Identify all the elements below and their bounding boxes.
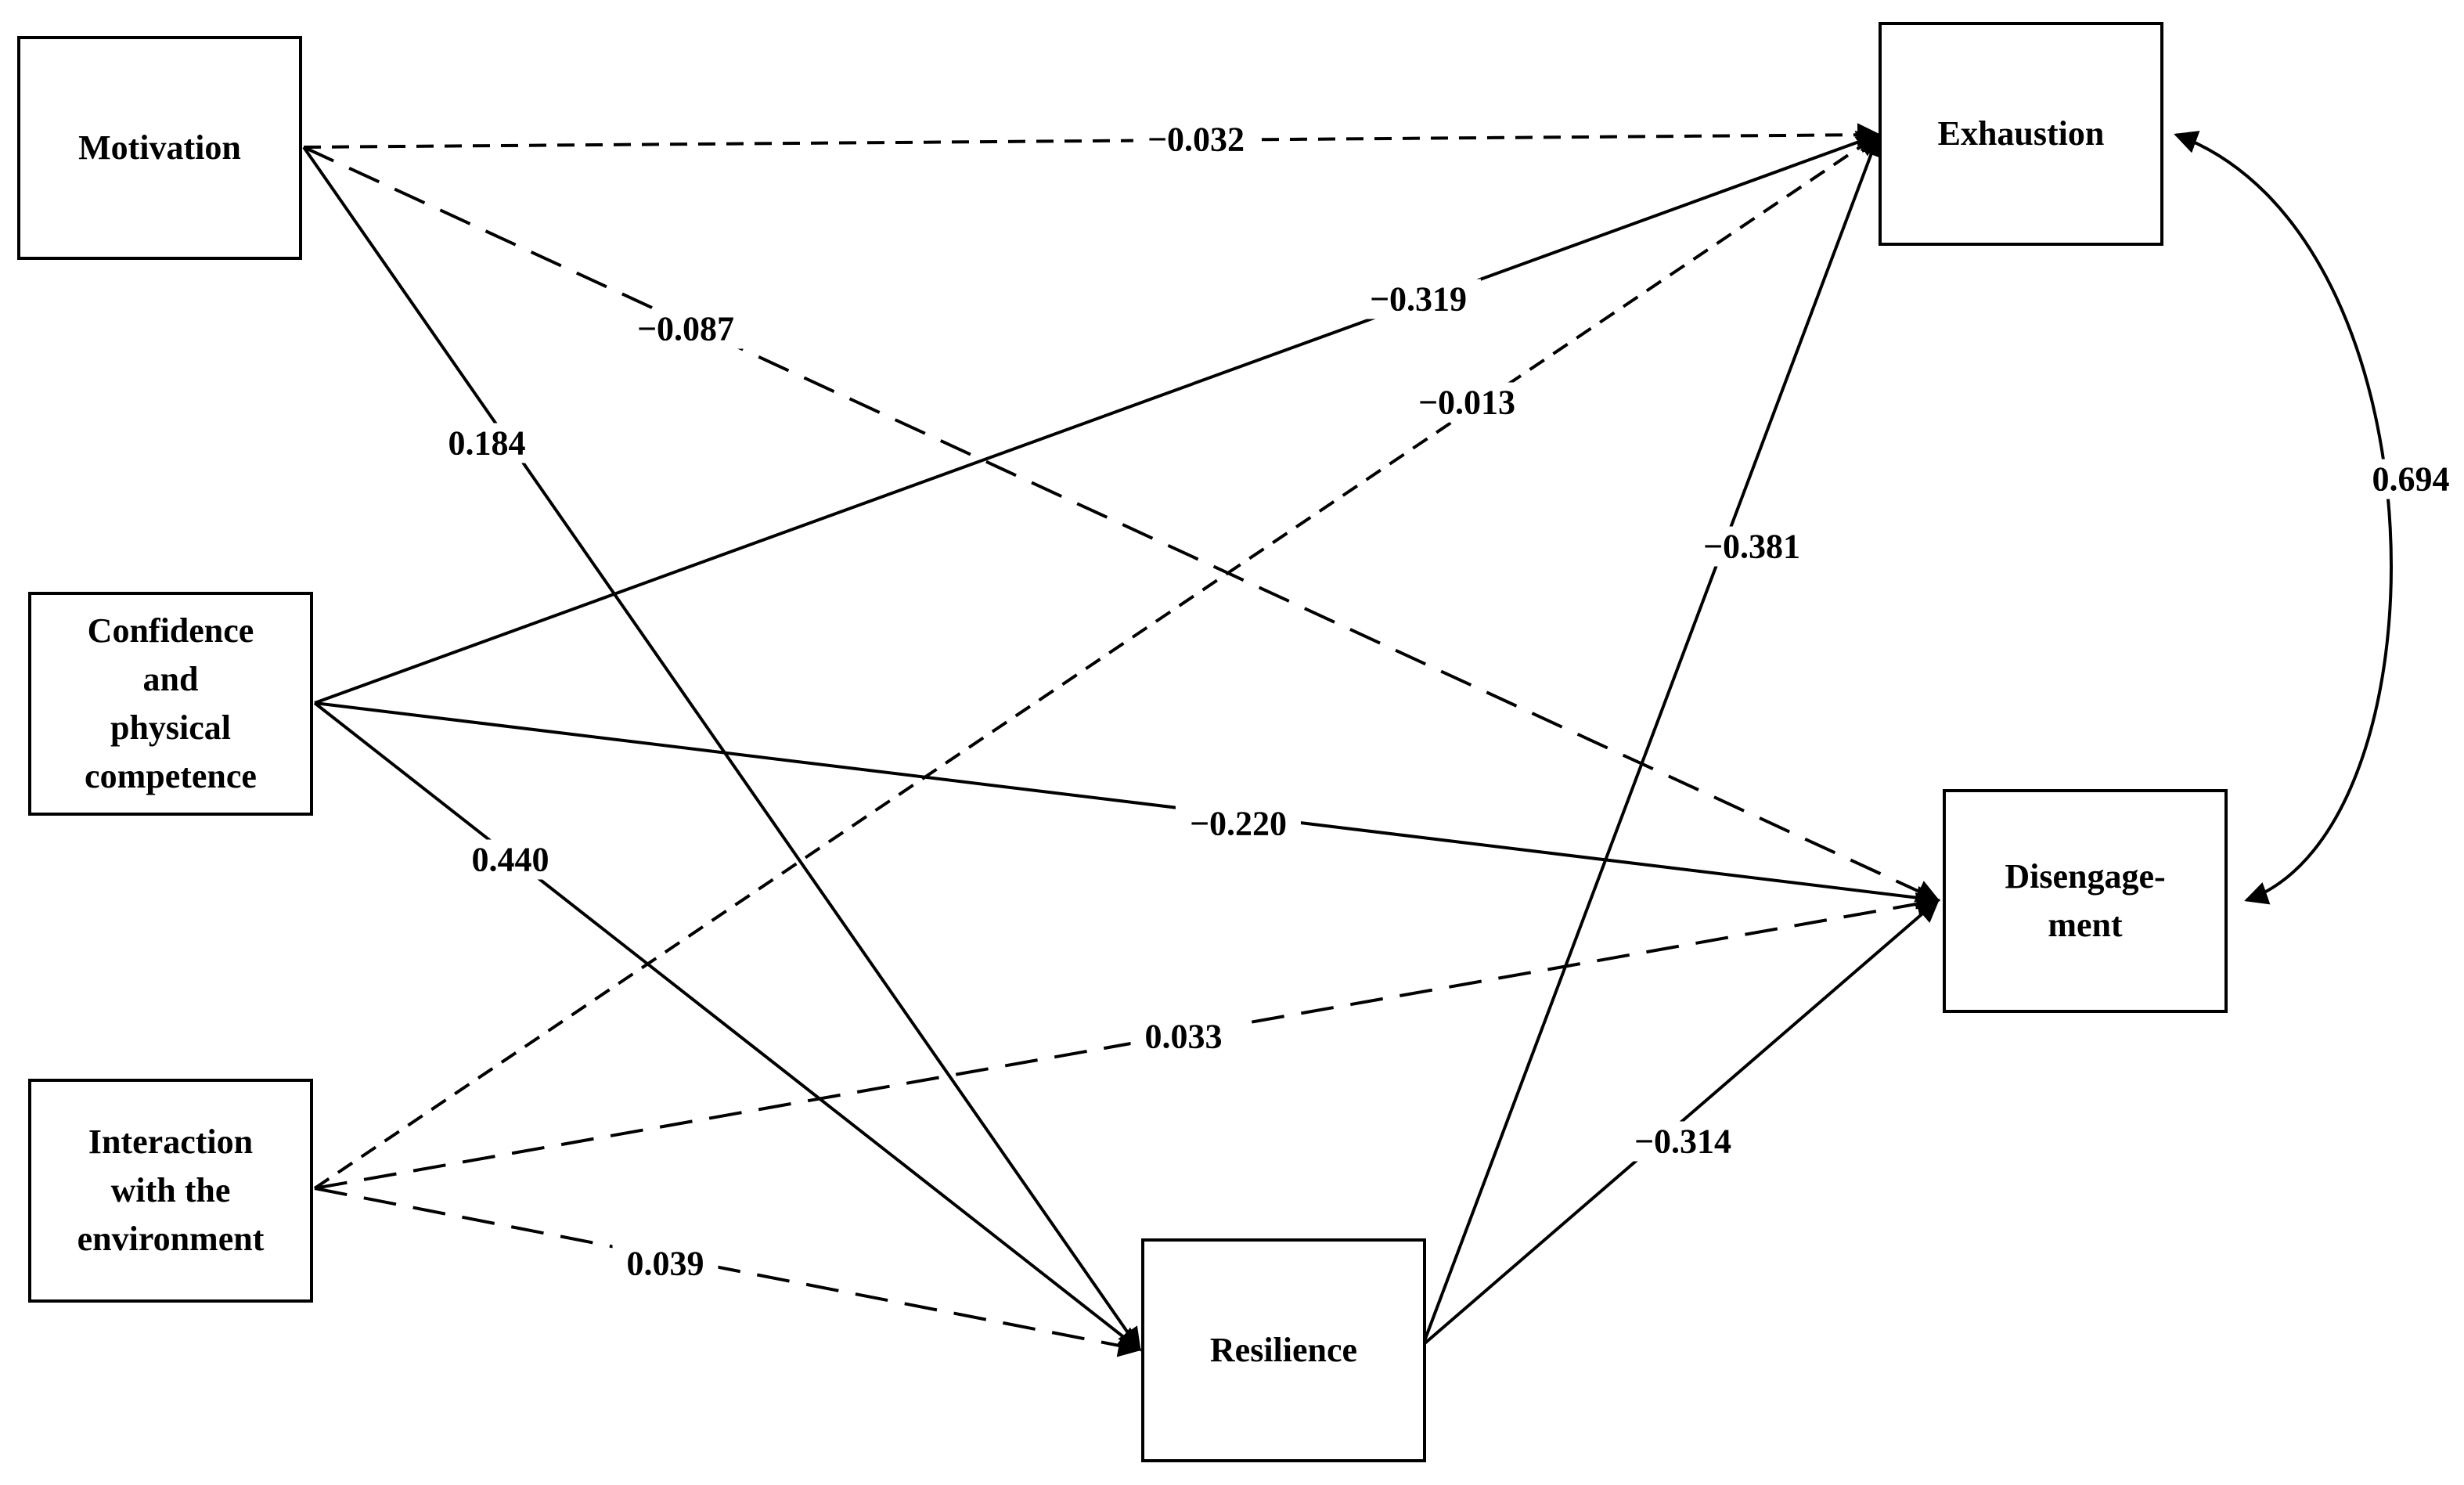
covariance-exhaustion-disengagement <box>2174 131 2393 905</box>
coefficient-motivation-resilience: 0.184 <box>434 423 540 463</box>
coefficient-interaction-resilience: 0.039 <box>612 1243 719 1284</box>
path-motivation-resilience <box>302 146 1141 1352</box>
path-motivation-exhaustion <box>303 123 1881 149</box>
coefficient-confidence-resilience: 0.440 <box>457 839 564 880</box>
coefficient-resilience-disengagement: −0.314 <box>1619 1121 1746 1162</box>
coefficient-interaction-disengagement: 0.033 <box>1130 1016 1237 1057</box>
coefficient-confidence-disengagement: −0.220 <box>1175 803 1302 844</box>
coefficient-resilience-exhaustion: −0.381 <box>1688 526 1815 567</box>
path-confidence-resilience <box>313 701 1142 1351</box>
coefficient-exhaustion-disengagement: 0.694 <box>2358 459 2464 499</box>
coefficient-motivation-disengagement: −0.087 <box>622 308 749 349</box>
path-interaction-disengagement <box>314 892 1940 1190</box>
coefficient-confidence-exhaustion: −0.319 <box>1355 279 1482 319</box>
coefficient-interaction-exhaustion: −0.013 <box>1403 382 1530 423</box>
node-motivation: Motivation <box>17 36 302 260</box>
path-confidence-exhaustion <box>314 131 1881 705</box>
node-interaction-environment: Interaction with the environment <box>28 1079 313 1303</box>
path-resilience-exhaustion <box>1421 132 1882 1346</box>
node-exhaustion: Exhaustion <box>1879 22 2163 246</box>
node-resilience: Resilience <box>1141 1238 1426 1462</box>
node-confidence-physical-competence: Confidence and physical competence <box>28 592 313 816</box>
path-motivation-disengagement <box>303 146 1940 903</box>
path-interaction-resilience <box>314 1187 1142 1357</box>
node-disengagement: Disengage- ment <box>1943 789 2228 1013</box>
coefficient-motivation-exhaustion: −0.032 <box>1133 119 1259 160</box>
path-interaction-exhaustion <box>313 133 1881 1190</box>
path-confidence-disengagement <box>314 701 1940 910</box>
